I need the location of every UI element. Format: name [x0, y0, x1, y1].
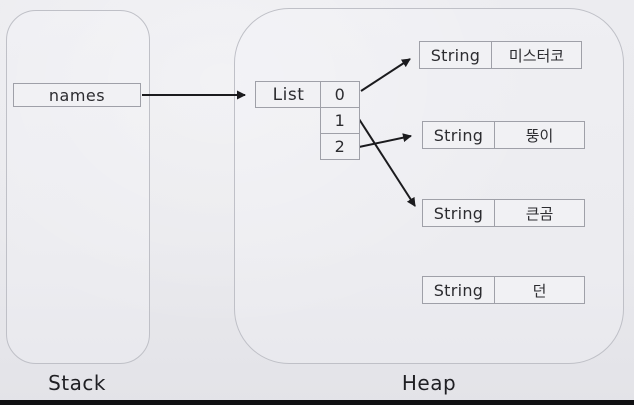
names-variable-box: names [13, 83, 141, 107]
string-value: 큰곰 [525, 204, 554, 223]
list-index-2-label: 2 [334, 137, 346, 156]
string-type-cell: String [419, 41, 492, 69]
string-value: 뚱이 [525, 126, 554, 145]
string-value-cell: 큰곰 [494, 199, 585, 227]
stack-caption: Stack [48, 371, 106, 395]
string-object-box: String 뚱이 [422, 121, 585, 149]
list-index-0-label: 0 [334, 85, 346, 104]
string-value: 미스터코 [508, 46, 565, 65]
string-type-cell: String [422, 121, 495, 149]
string-value-cell: 미스터코 [491, 41, 582, 69]
stack-container [6, 10, 150, 364]
string-type-label: String [433, 125, 484, 145]
string-value-cell: 뚱이 [494, 121, 585, 149]
string-object-box: String 미스터코 [419, 41, 582, 69]
string-type-label: String [433, 280, 484, 300]
string-object-box: String 큰곰 [422, 199, 585, 227]
string-object-box: String 던 [422, 276, 585, 304]
list-type-cell: List [255, 81, 322, 108]
list-index-1-label: 1 [334, 111, 346, 130]
string-type-cell: String [422, 199, 495, 227]
list-index-cell-0: 0 [320, 81, 360, 108]
string-type-cell: String [422, 276, 495, 304]
bottom-letterbox-bar [0, 400, 634, 405]
string-value: 던 [532, 281, 547, 300]
string-type-label: String [433, 203, 484, 223]
list-type-label: List [272, 84, 305, 105]
string-type-label: String [430, 45, 481, 65]
heap-caption: Heap [401, 371, 457, 395]
list-index-cell-1: 1 [320, 107, 360, 134]
names-variable-label: names [48, 85, 106, 105]
list-index-cell-2: 2 [320, 133, 360, 160]
string-value-cell: 던 [494, 276, 585, 304]
